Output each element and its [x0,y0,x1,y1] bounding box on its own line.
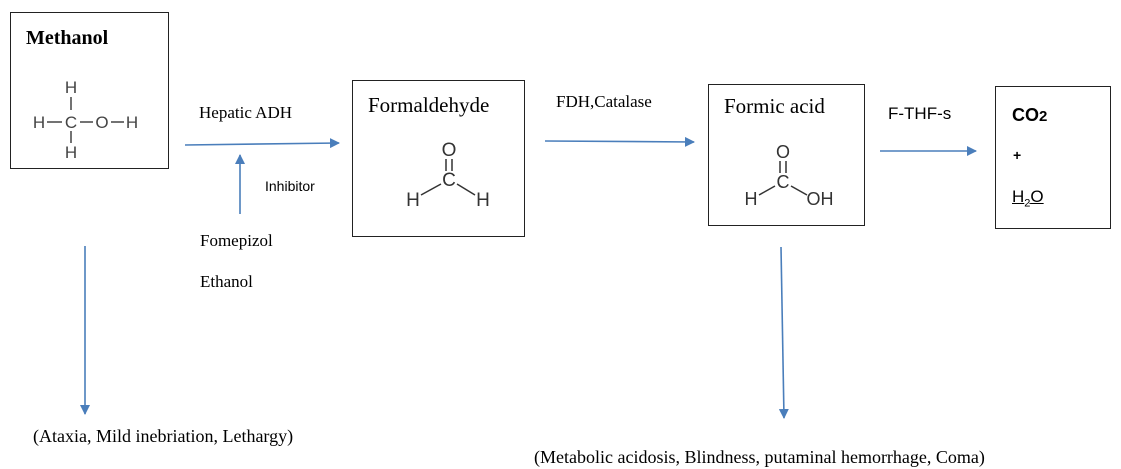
co2-label: CO2 [1012,105,1047,126]
formic-acid-effects: (Metabolic acidosis, Blindness, putamina… [534,447,985,467]
plus-sign: + [1013,147,1022,163]
ethanol-label: Ethanol [200,272,253,291]
methanol-h-top: H [65,78,77,97]
formic-h: H [745,189,758,209]
methanol-title: Methanol [26,27,109,49]
arrow-methanol-to-formaldehyde [184,138,340,149]
methanol-effects: (Ataxia, Mild inebriation, Lethargy) [33,426,294,446]
formaldehyde-box: Formaldehyde O C H H [352,80,525,237]
enzyme-hepatic-adh: Hepatic ADH [199,103,293,122]
formaldehyde-structure: O C H H [406,140,490,211]
formic-acid-title: Formic acid [724,94,825,118]
co2-text: CO [1012,105,1039,125]
products-box: CO2 + H2O [995,86,1111,229]
arrow-formaldehyde-to-formic [544,136,695,147]
formic-o: O [776,142,790,162]
fomepizol-label: Fomepizol [200,231,273,250]
formaldehyde-h-left: H [406,190,420,211]
methanol-box: Methanol H H C O H H [10,12,169,169]
inhibitor-label: Inhibitor [265,178,315,194]
enzyme-fdh-catalase: FDH,Catalase [556,92,652,111]
water-subscript: 2 [1024,197,1031,210]
formaldehyde-title: Formaldehyde [368,93,490,117]
water-label: H2O [1012,187,1044,209]
water-h: H [1012,187,1025,206]
water-o: O [1030,187,1044,206]
arrow-formic-effects [778,246,789,419]
formaldehyde-o: O [442,140,457,161]
formic-c: C [777,172,790,192]
methanol-h-right: H [126,113,138,132]
methanol-h-left: H [33,113,45,132]
formaldehyde-c: C [442,170,456,191]
methanol-h-bottom: H [65,143,77,162]
co2-subscript: 2 [1039,108,1048,125]
formic-acid-box: Formic acid O C H OH [708,84,865,226]
methanol-c: C [65,113,77,132]
methanol-o: O [95,113,108,132]
methanol-structure: H H C O H H [33,78,138,162]
formic-oh: OH [807,189,834,209]
formaldehyde-h-right: H [476,190,490,211]
formic-acid-structure: O C H OH [745,142,834,209]
enzyme-f-thf-s: F-THF-s [888,104,952,123]
